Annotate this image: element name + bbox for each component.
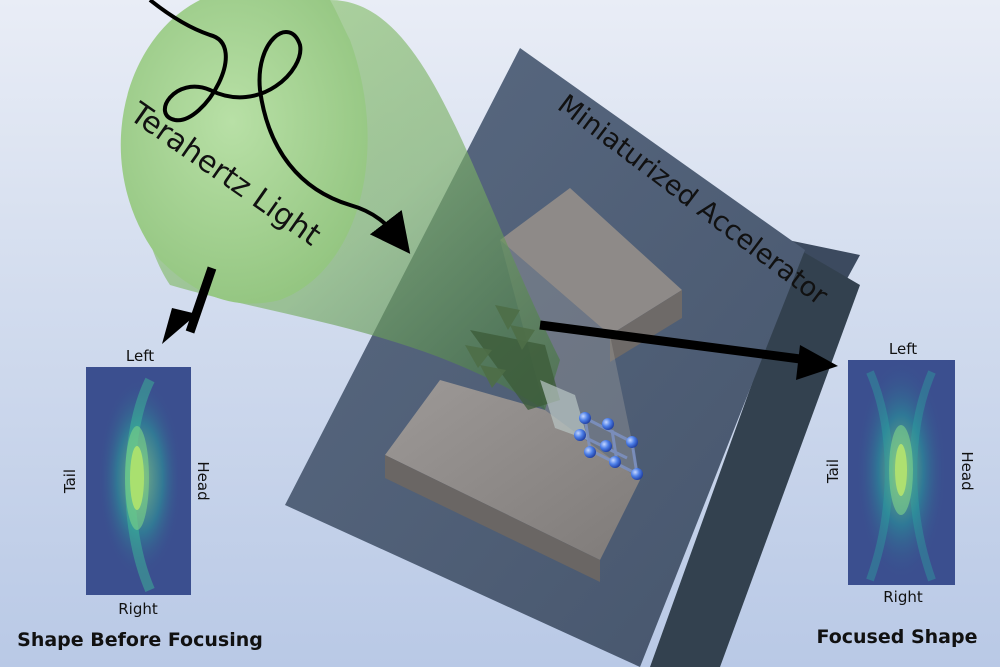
focused-top-label: Left [889, 340, 917, 358]
focus-spikes [465, 305, 535, 388]
electron-particle [631, 468, 643, 480]
terahertz-wave-arrow [148, 0, 411, 254]
before-head-label: Head [194, 461, 212, 500]
electron-particle [584, 446, 596, 458]
arrow-to-focused-shape [539, 320, 809, 365]
electron-particle [626, 436, 638, 448]
focused-bottom-label: Right [883, 588, 923, 606]
before-top-label: Left [126, 347, 154, 365]
accelerator-block [385, 188, 682, 582]
electron-particle [574, 429, 586, 441]
electron-particle [579, 412, 591, 424]
electron-particle [609, 456, 621, 468]
arrow-head-left [162, 308, 197, 344]
before-caption: Shape Before Focusing [17, 629, 263, 651]
focused-head-label: Head [958, 451, 976, 490]
before-bottom-label: Right [118, 600, 158, 618]
electron-bunch [540, 380, 643, 480]
focused-caption: Focused Shape [817, 626, 978, 648]
focused-panel: Left Right Tail Head Focused Shape [817, 340, 978, 648]
arrow-head-right [796, 345, 838, 380]
focused-tail-label: Tail [824, 459, 842, 484]
electron-particle [602, 418, 614, 430]
cone-cap [120, 0, 368, 304]
arrow-to-before-shape [185, 266, 217, 334]
before-tail-label: Tail [61, 469, 79, 494]
before-focusing-panel: Left Right Tail Head Shape Before Focusi… [17, 347, 263, 651]
electron-particle [600, 440, 612, 452]
